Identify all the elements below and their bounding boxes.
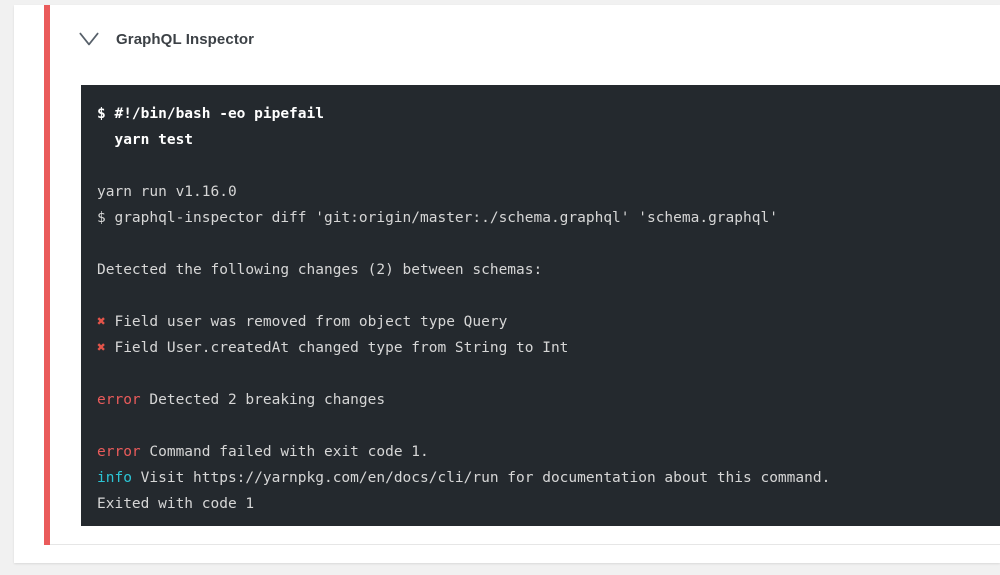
log-line bbox=[97, 283, 1000, 309]
log-line bbox=[97, 153, 1000, 179]
log-line: ✖ Field User.createdAt changed type from… bbox=[97, 335, 1000, 361]
check-run-card: GraphQL Inspector $ #!/bin/bash -eo pipe… bbox=[14, 5, 1000, 563]
breaking-change-marker-icon: ✖ bbox=[97, 340, 106, 356]
log-line bbox=[97, 413, 1000, 439]
log-line-text: Visit https://yarnpkg.com/en/docs/cli/ru… bbox=[131, 470, 831, 486]
breaking-change-text: Field user was removed from object type … bbox=[105, 314, 508, 330]
log-line: yarn run v1.16.0 bbox=[97, 184, 237, 200]
breaking-change-text: Field User.createdAt changed type from S… bbox=[105, 340, 569, 356]
log-line: error Command failed with exit code 1. bbox=[97, 439, 1000, 465]
log-line bbox=[97, 231, 1000, 257]
check-header[interactable]: GraphQL Inspector bbox=[50, 5, 1000, 73]
log-line: $ graphql-inspector diff 'git:origin/mas… bbox=[97, 210, 778, 226]
breaking-change-marker-icon: ✖ bbox=[97, 314, 106, 330]
card-divider bbox=[50, 544, 1000, 545]
chevron-down-icon[interactable] bbox=[76, 26, 102, 52]
failure-status-rail bbox=[44, 5, 50, 545]
log-line-text: Command failed with exit code 1. bbox=[140, 444, 429, 460]
log-line: Detected the following changes (2) betwe… bbox=[97, 262, 543, 278]
log-line: error Detected 2 breaking changes bbox=[97, 387, 1000, 413]
log-line: info Visit https://yarnpkg.com/en/docs/c… bbox=[97, 465, 1000, 491]
log-line bbox=[97, 361, 1000, 387]
log-level-error: error bbox=[97, 444, 141, 460]
log-lines: $ #!/bin/bash -eo pipefail yarn test yar… bbox=[81, 85, 1000, 517]
log-terminal[interactable]: $ #!/bin/bash -eo pipefail yarn test yar… bbox=[81, 85, 1000, 526]
log-level-info: info bbox=[97, 470, 132, 486]
log-line: ✖ Field user was removed from object typ… bbox=[97, 309, 1000, 335]
check-title: GraphQL Inspector bbox=[116, 30, 255, 48]
card-footer bbox=[50, 545, 1000, 563]
log-line-text: Detected 2 breaking changes bbox=[140, 392, 386, 408]
log-line: $ #!/bin/bash -eo pipefail bbox=[97, 106, 324, 122]
log-level-error: error bbox=[97, 392, 141, 408]
log-line: Exited with code 1 bbox=[97, 496, 255, 512]
log-line: yarn test bbox=[97, 132, 194, 148]
